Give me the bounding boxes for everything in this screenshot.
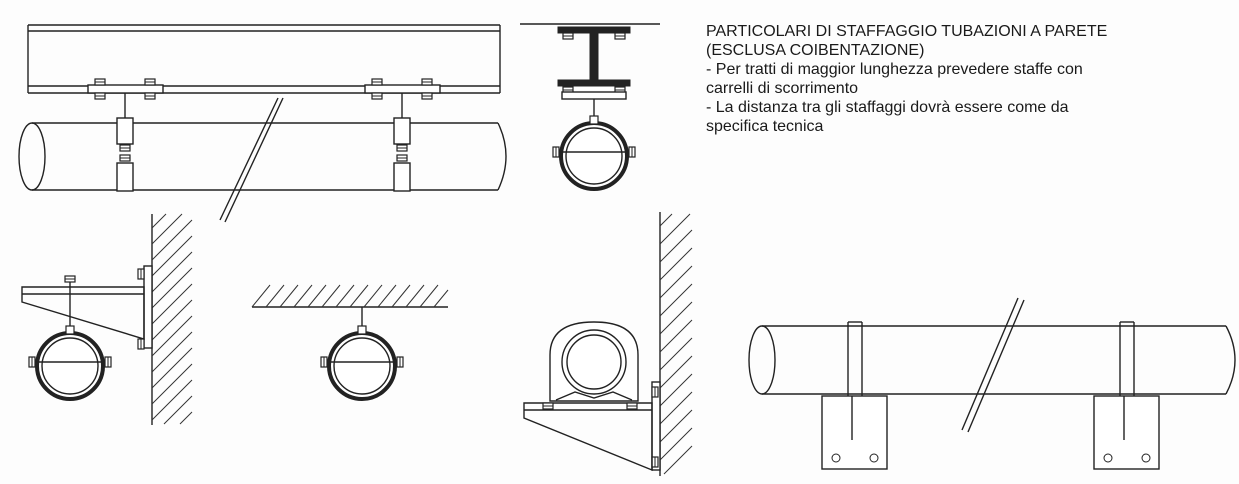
ceiling-hanger-clamp xyxy=(251,284,449,399)
beam-hanger-section xyxy=(520,23,660,189)
note-line-1: - Per tratti di maggior lunghezza preved… xyxy=(706,61,1083,78)
note-line-3: - La distanza tra gli staffaggi dovrà es… xyxy=(706,99,1069,116)
drawing-title: PARTICOLARI DI STAFFAGGIO TUBAZIONI A PA… xyxy=(706,23,1108,40)
floor-support-side-view xyxy=(748,297,1236,470)
drawing-subtitle: (ESCLUSA COIBENTAZIONE) xyxy=(706,42,925,59)
wall-bracket-clamp xyxy=(21,213,193,425)
drawing-notes: PARTICOLARI DI STAFFAGGIO TUBAZIONI A PA… xyxy=(706,22,1236,136)
wall-bracket-saddle xyxy=(523,212,693,476)
note-line-4: specifica tecnica xyxy=(706,118,824,135)
beam-hanger-side-view xyxy=(18,24,507,223)
note-line-2: carrelli di scorrimento xyxy=(706,80,859,97)
